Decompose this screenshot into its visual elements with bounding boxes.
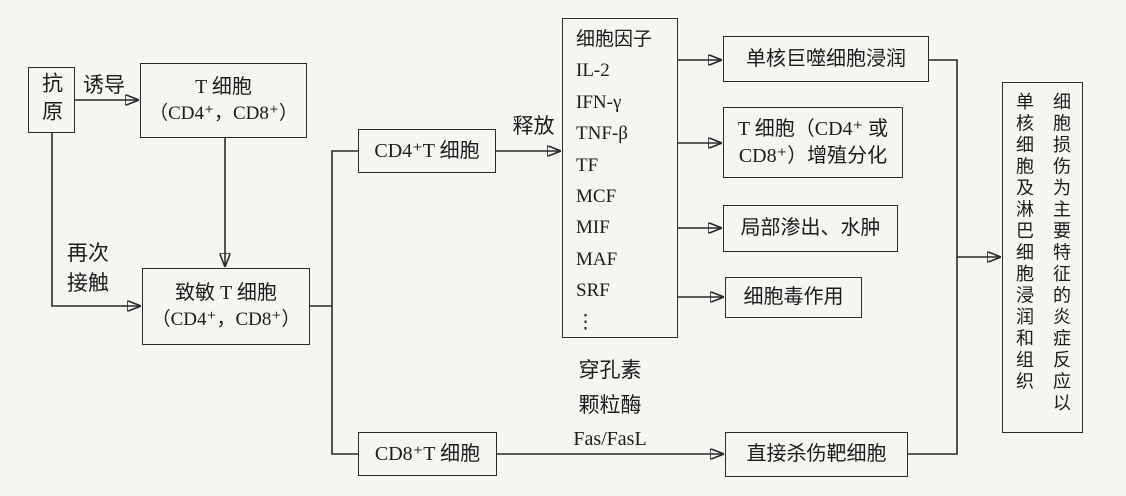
cytokine-list-box: 细胞因子 IL-2 IFN-γ TNF-β TF MCF MIF MAF SRF…: [562, 18, 678, 338]
cytokine-item: MCF: [576, 186, 617, 208]
cytokine-item: SRF: [576, 280, 610, 302]
recontact-line1: 再次: [67, 241, 109, 265]
proliferation-line1: T 细胞（CD4⁺ 或: [737, 117, 889, 140]
cytokine-item: IL-2: [576, 60, 610, 82]
tcell-box: T 细胞 （CD4⁺，CD8⁺）: [140, 63, 307, 138]
granzyme-edge-label: 颗粒酶: [578, 393, 642, 417]
sensitized-tcell-box: 致敏 T 细胞 （CD4⁺，CD8⁺）: [142, 268, 310, 345]
direct-kill-label: 直接杀伤靶细胞: [746, 443, 887, 465]
cytokine-item: MAF: [576, 248, 618, 270]
sensitized-line1: 致敏 T 细胞: [175, 282, 277, 305]
fas-fasl-edge-label: Fas/FasL: [573, 428, 647, 450]
sensitized-line2: （CD4⁺，CD8⁺）: [151, 309, 301, 331]
final-result-col-left: 单核细胞及淋巴细胞浸润和组织: [1014, 92, 1034, 393]
cytokine-item: MIF: [576, 217, 610, 239]
cytokine-item: TF: [576, 154, 599, 176]
antigen-label: 抗原: [39, 72, 64, 128]
cytokine-item: TNF-β: [576, 123, 628, 145]
cd8-tcell-box: CD8⁺T 细胞: [358, 432, 497, 476]
macrophage-infiltration-label: 单核巨噬细胞浸润: [746, 47, 906, 70]
cytotoxic-effect-box: 细胞毒作用: [725, 277, 862, 318]
tcell-proliferation-box: T 细胞（CD4⁺ 或 CD8⁺）增殖分化: [723, 107, 903, 178]
induce-edge-label: 诱导: [83, 73, 125, 97]
final-result-col-right: 细胞损伤为主要特征的炎症反应以: [1051, 92, 1071, 415]
cytokine-item: IFN-γ: [576, 91, 622, 113]
cytotoxic-effect-label: 细胞毒作用: [743, 286, 844, 308]
final-result-box: 单核细胞及淋巴细胞浸润和组织 细胞损伤为主要特征的炎症反应以: [1002, 82, 1083, 433]
tcell-line1: T 细胞: [195, 76, 252, 99]
local-exudation-box: 局部渗出、水肿: [723, 205, 898, 252]
tcell-line2: （CD4⁺，CD8⁺）: [149, 103, 298, 125]
recontact-edge-label: 再次 接触: [62, 238, 114, 298]
cd4-tcell-box: CD4⁺T 细胞: [358, 129, 496, 173]
perforin-edge-label: 穿孔素: [578, 358, 642, 382]
proliferation-line2: CD8⁺）增殖分化: [738, 144, 888, 167]
cd8-label: CD8⁺T 细胞: [374, 442, 481, 465]
macrophage-infiltration-box: 单核巨噬细胞浸润: [723, 36, 929, 82]
cd4-label: CD4⁺T 细胞: [374, 139, 480, 162]
local-exudation-label: 局部渗出、水肿: [740, 217, 881, 239]
release-edge-label: 释放: [512, 114, 555, 138]
antigen-box: 抗原: [28, 67, 75, 133]
cytokine-item: 细胞因子: [576, 29, 653, 50]
direct-kill-box: 直接杀伤靶细胞: [725, 432, 908, 477]
cytokine-list: 细胞因子 IL-2 IFN-γ TNF-β TF MCF MIF MAF SRF…: [563, 19, 652, 338]
cytokine-ellipsis: ⋮: [576, 311, 595, 333]
recontact-line2: 接触: [67, 271, 109, 295]
